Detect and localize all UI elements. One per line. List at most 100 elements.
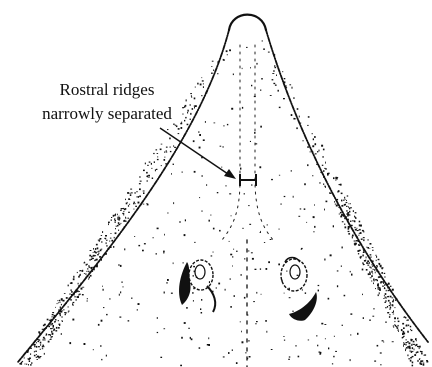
stipple-dot	[288, 359, 290, 360]
stipple-dot	[417, 360, 418, 362]
stipple-dot	[138, 196, 139, 198]
stipple-dot	[139, 177, 141, 178]
stipple-dot	[156, 169, 157, 170]
stipple-dot	[394, 307, 395, 308]
stipple-dot	[58, 312, 59, 314]
stipple-dot	[68, 285, 69, 287]
stipple-dot	[39, 332, 40, 333]
stipple-dot	[372, 273, 373, 274]
stipple-dot	[373, 308, 375, 309]
stipple-dot	[157, 153, 159, 154]
stipple-dot	[73, 294, 75, 295]
stipple-dot	[60, 315, 61, 317]
stipple-dot	[245, 352, 247, 353]
stipple-dot	[250, 141, 251, 142]
stipple-dot	[149, 162, 151, 163]
stipple-dot	[376, 265, 378, 266]
stipple-dot	[355, 229, 357, 231]
stipple-dot	[186, 307, 188, 309]
stipple-dot	[120, 265, 122, 267]
stipple-dot	[24, 358, 25, 359]
stipple-dot	[385, 307, 386, 308]
stipple-dot	[317, 151, 318, 152]
stipple-dot	[330, 193, 332, 194]
stipple-dot	[34, 351, 35, 353]
stipple-dot	[110, 233, 111, 234]
stipple-dot	[166, 282, 167, 284]
stipple-dot	[375, 279, 377, 281]
stipple-dot	[319, 182, 321, 183]
stipple-dot	[326, 201, 328, 203]
stipple-dot	[384, 284, 385, 285]
stipple-dot	[211, 255, 213, 256]
stipple-dot	[249, 224, 251, 225]
stipple-dot	[263, 49, 265, 50]
stipple-dot	[98, 251, 99, 252]
stipple-dot	[50, 339, 51, 341]
stipple-dot	[134, 202, 135, 203]
stipple-dot	[236, 251, 237, 252]
stipple-dot	[347, 219, 349, 221]
stipple-dot	[91, 258, 92, 260]
stipple-dot	[364, 260, 366, 262]
stipple-dot	[151, 168, 152, 169]
stipple-dot	[312, 145, 314, 147]
stipple-dot	[242, 341, 244, 343]
stipple-dot	[108, 223, 109, 225]
stipple-dot	[304, 134, 305, 136]
stipple-dot	[421, 353, 423, 355]
stipple-dot	[106, 240, 107, 241]
stipple-dot	[353, 234, 354, 236]
stipple-dot	[408, 325, 409, 327]
stipple-dot	[151, 163, 152, 165]
stipple-dot	[313, 138, 314, 140]
stipple-dot	[164, 159, 166, 161]
stipple-dot	[417, 346, 418, 347]
stipple-dot	[91, 256, 92, 257]
stipple-dot	[339, 184, 341, 185]
stipple-dot	[358, 253, 359, 254]
stipple-dot	[409, 342, 411, 344]
stipple-dot	[388, 300, 390, 302]
stipple-dot	[403, 327, 405, 329]
stipple-dot	[31, 362, 33, 363]
stipple-dot	[61, 317, 63, 318]
stipple-dot	[349, 223, 350, 225]
stipple-dot	[355, 212, 357, 213]
stipple-dot	[392, 312, 393, 313]
stipple-dot	[340, 212, 342, 214]
stipple-dot	[220, 146, 222, 147]
stipple-dot	[119, 317, 121, 318]
stipple-dot	[350, 334, 351, 335]
stipple-dot	[403, 343, 405, 345]
stipple-dot	[420, 363, 422, 365]
stipple-dot	[260, 90, 261, 91]
stipple-dot	[60, 307, 61, 309]
stipple-dot	[325, 338, 326, 339]
stipple-dot	[43, 325, 45, 327]
stipple-dot	[226, 50, 228, 52]
stipple-dot	[173, 202, 174, 204]
stipple-dot	[202, 80, 204, 81]
stipple-dot	[59, 324, 61, 325]
stipple-dot	[84, 273, 85, 274]
stipple-dot	[350, 313, 352, 314]
stipple-dot	[307, 125, 308, 126]
stipple-dot	[348, 206, 349, 207]
pointer-arrow	[160, 128, 236, 179]
stipple-dot	[202, 210, 203, 211]
stipple-dot	[372, 266, 374, 267]
stipple-dot	[148, 177, 149, 178]
stipple-dot	[396, 299, 397, 300]
stipple-dot	[71, 282, 73, 284]
stipple-dot	[79, 275, 80, 277]
stipple-dot	[131, 298, 132, 299]
stipple-dot	[114, 237, 115, 239]
stipple-dot	[120, 223, 121, 224]
stipple-dot	[359, 242, 360, 243]
stipple-dot	[229, 49, 231, 51]
stipple-dot	[344, 295, 346, 297]
stipple-dot	[99, 256, 101, 258]
stipple-dot	[79, 291, 80, 292]
stipple-dot	[120, 291, 121, 293]
